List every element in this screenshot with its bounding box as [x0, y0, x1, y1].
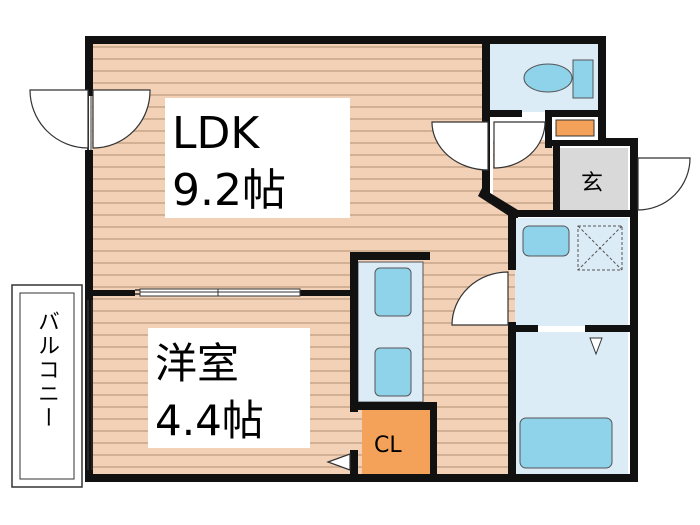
- balcony: [11, 284, 83, 488]
- toilet-bowl: [523, 63, 573, 93]
- balcony-label: バルコニー: [34, 310, 59, 430]
- door-swings: [29, 89, 691, 471]
- ldk-room-size: 9.2帖: [172, 165, 286, 216]
- bathtub: [519, 417, 613, 469]
- shoe-cabinet: [555, 119, 595, 137]
- western-room-name: 洋室: [155, 339, 239, 388]
- entrance-label: 玄: [581, 171, 603, 196]
- ldk-label-box: [165, 98, 350, 218]
- windows: [87, 96, 301, 470]
- walls: [85, 36, 638, 482]
- closet: [362, 410, 430, 476]
- sink: [374, 267, 412, 317]
- closet-label: CL: [374, 433, 402, 458]
- entrance-floor: [560, 148, 628, 211]
- stove: [374, 347, 412, 397]
- ldk-room-name: LDK: [172, 108, 260, 159]
- western-label-box: [148, 328, 310, 448]
- western-room-size: 4.4帖: [155, 396, 264, 445]
- washer-space: [577, 225, 623, 271]
- toilet-tank: [572, 59, 594, 99]
- wash-basin: [522, 225, 570, 257]
